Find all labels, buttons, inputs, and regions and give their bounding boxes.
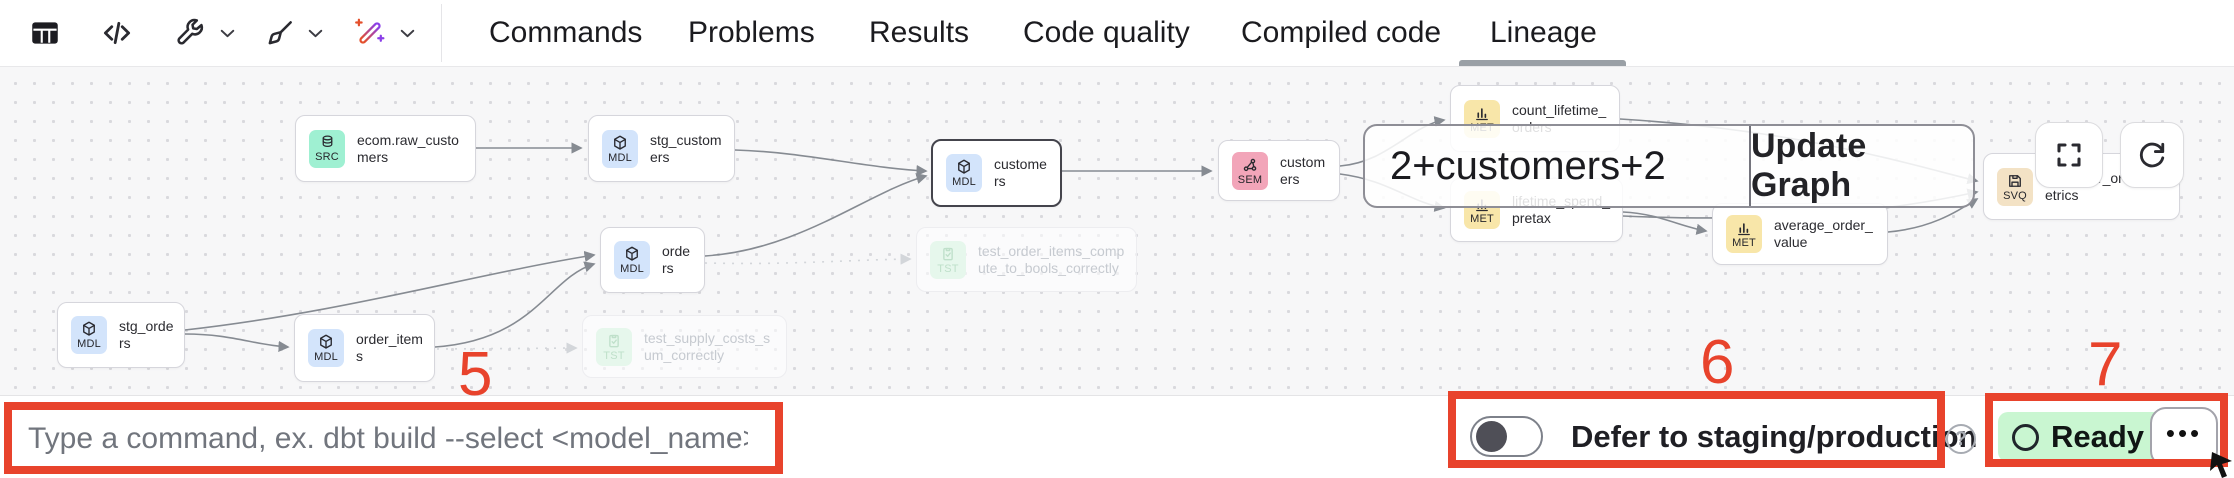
node-label: stg_orders — [119, 318, 174, 351]
tab-lineage[interactable]: Lineage — [1459, 0, 1626, 66]
mdl-badge-icon: MDL — [308, 329, 344, 367]
lineage-edge — [434, 261, 596, 348]
node-label: test_supply_costs_sum_correctly — [644, 329, 771, 363]
node-order-items[interactable]: MDL order_items — [294, 314, 435, 382]
ellipsis-icon: ••• — [2165, 418, 2203, 448]
toggle-knob — [1476, 421, 1507, 452]
overflow-menu-button[interactable]: ••• — [2150, 407, 2218, 467]
tab-compiled-code[interactable]: Compiled code — [1241, 16, 1442, 49]
mdl-badge-icon: MDL — [71, 316, 107, 354]
node-average-order-value[interactable]: MET average_order_value — [1712, 203, 1888, 265]
lineage-edge — [436, 342, 578, 354]
node-label: order_items — [356, 331, 423, 364]
graph-selector-overlay: 2+customers+2 Update Graph — [1363, 124, 1975, 208]
wand-menu-chevron-down-icon[interactable] — [396, 0, 419, 66]
tst-badge-icon: TST — [596, 327, 632, 366]
node-label: orders — [662, 243, 691, 276]
node-label: customers — [1280, 153, 1326, 187]
lineage-edge — [184, 333, 290, 353]
status-badge: Ready — [1998, 412, 2165, 462]
tab-code-quality[interactable]: Code quality — [1023, 16, 1190, 49]
mdl-badge-icon: MDL — [946, 154, 982, 192]
lineage-edge — [704, 253, 912, 265]
mdl-badge-icon: MDL — [614, 241, 650, 279]
node-stg-orders[interactable]: MDL stg_orders — [57, 302, 185, 368]
node-label: average_order_value — [1774, 217, 1873, 250]
tst-badge-icon: TST — [930, 240, 966, 279]
format-broom-icon[interactable] — [264, 0, 296, 66]
broom-menu-chevron-down-icon[interactable] — [304, 0, 327, 66]
tab-commands[interactable]: Commands — [489, 16, 643, 49]
met-badge-icon: MET — [1726, 215, 1762, 253]
node-label: customers — [994, 156, 1047, 189]
sem-badge-icon: SEM — [1232, 151, 1268, 190]
node-test-supply-costs[interactable]: TST test_supply_costs_sum_correctly — [582, 315, 787, 378]
status-ring-icon — [2012, 423, 2039, 451]
node-label: test_order_items_compute_to_bools_correc… — [978, 242, 1125, 276]
svq-badge-icon: SVQ — [1997, 167, 2033, 206]
node-test-order-items-bools[interactable]: TST test_order_items_compute_to_bools_cor… — [916, 227, 1137, 292]
tab-problems[interactable]: Problems — [688, 16, 815, 49]
mdl-badge-icon: MDL — [602, 129, 638, 168]
table-view-icon[interactable] — [28, 0, 62, 66]
node-ecom-raw-customers[interactable]: SRC ecom.raw_customers — [295, 115, 476, 182]
toolbar-separator — [441, 4, 442, 62]
wrench-icon[interactable] — [174, 0, 206, 66]
node-label: stg_customers — [650, 131, 722, 165]
update-graph-button[interactable]: Update Graph — [1751, 127, 1867, 204]
defer-label: Defer to staging/production — [1571, 419, 1978, 454]
refresh-graph-button[interactable] — [2120, 122, 2184, 188]
tab-results[interactable]: Results — [869, 16, 970, 49]
node-customers[interactable]: MDL customers — [931, 139, 1062, 207]
lineage-edge — [1622, 211, 1708, 235]
node-orders[interactable]: MDL orders — [600, 227, 705, 293]
selector-input[interactable]: 2+customers+2 — [1390, 143, 1666, 188]
command-input[interactable] — [26, 412, 750, 466]
panel-toolbar: Commands Problems Results Code quality Compi… — [0, 0, 2234, 67]
lineage-edge — [704, 173, 928, 257]
lineage-edge — [734, 149, 928, 177]
node-label: ecom.raw_customers — [357, 131, 459, 165]
help-icon[interactable]: ? — [1946, 424, 1976, 454]
status-label: Ready — [2051, 419, 2145, 454]
magic-wand-icon[interactable] — [352, 0, 388, 66]
node-stg-customers[interactable]: MDL stg_customers — [588, 115, 735, 182]
defer-toggle[interactable] — [1470, 416, 1543, 457]
code-view-icon[interactable] — [100, 0, 134, 66]
fullscreen-button[interactable] — [2035, 122, 2103, 188]
src-badge-icon: SRC — [309, 129, 345, 168]
node-customers-sem[interactable]: SEM customers — [1218, 140, 1340, 201]
wrench-menu-chevron-down-icon[interactable] — [216, 0, 239, 66]
